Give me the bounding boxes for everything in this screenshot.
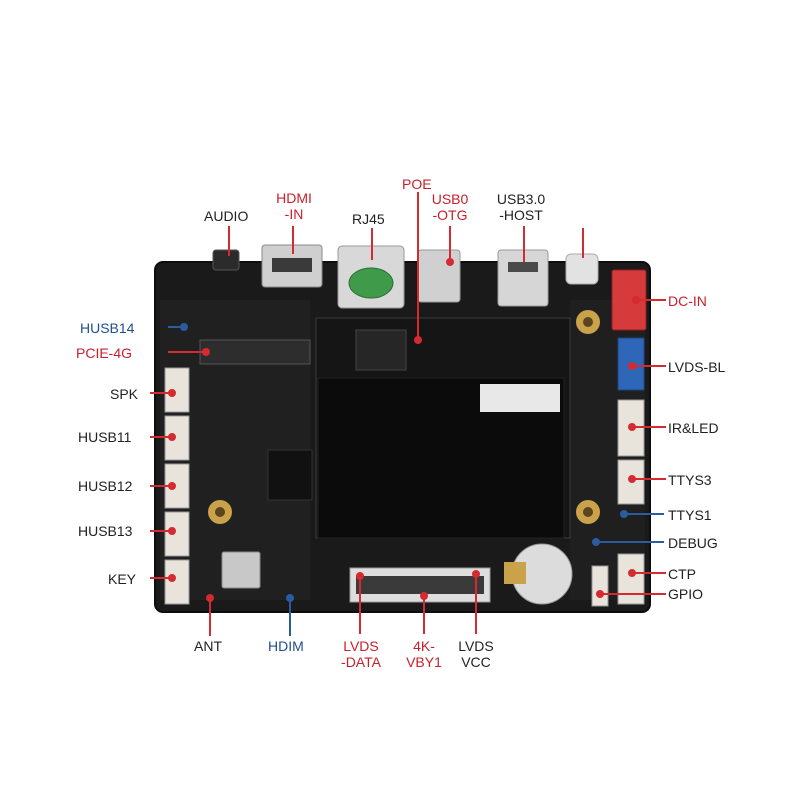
dot-hdim xyxy=(286,594,294,602)
label-usb3-host-line2: -HOST xyxy=(499,207,543,223)
dot-spk xyxy=(168,389,176,397)
dot-gpio xyxy=(596,590,604,598)
label-lvds-bl: LVDS-BL xyxy=(668,359,726,375)
label-ant: ANT xyxy=(194,638,222,654)
label-rj45: RJ45 xyxy=(352,211,385,227)
label-husb11: HUSB11 xyxy=(78,429,132,445)
label-ttys1: TTYS1 xyxy=(668,507,712,523)
dot-ttys3 xyxy=(628,475,636,483)
label-poe: POE xyxy=(402,176,432,192)
dot-ctp xyxy=(628,569,636,577)
label-ttys3: TTYS3 xyxy=(668,472,712,488)
label-4k-vby1-line2: VBY1 xyxy=(406,654,442,670)
usb3-host-slot xyxy=(508,262,538,272)
dot-husb13 xyxy=(168,527,176,535)
label-dc-in: DC-IN xyxy=(668,293,707,309)
dot-husb11 xyxy=(168,433,176,441)
label-usb0-otg-line2: -OTG xyxy=(432,207,468,223)
label-hdmi-in: HDMI -IN xyxy=(272,190,316,222)
dot-ir-led xyxy=(628,423,636,431)
dot-pcie xyxy=(202,348,210,356)
label-pcie-4g: PCIE-4G xyxy=(76,345,133,361)
label-husb13: HUSB13 xyxy=(78,523,133,539)
pcie-slot xyxy=(199,339,311,365)
audio-jack xyxy=(212,249,240,271)
label-lvds-data-line2: -DATA xyxy=(341,654,381,670)
label-spk: SPK xyxy=(110,386,139,402)
lvds-header-pins xyxy=(356,576,484,594)
label-hdmi-in-line1: HDMI xyxy=(276,190,312,206)
dot-key xyxy=(168,574,176,582)
pointers-red xyxy=(150,192,666,636)
label-debug: DEBUG xyxy=(668,535,718,551)
key-connector xyxy=(164,559,190,605)
spk-connector xyxy=(164,367,190,413)
label-usb0-otg: USB0 -OTG xyxy=(428,191,472,223)
pointers-blue xyxy=(168,323,664,636)
label-usb0-otg-line1: USB0 xyxy=(431,191,469,207)
mount-hole-bl-inner xyxy=(215,507,225,517)
label-ir-led: IR&LED xyxy=(668,420,719,436)
label-gpio: GPIO xyxy=(668,586,704,602)
label-lvds-data-line1: LVDS xyxy=(343,638,379,654)
hdmi-port-slot xyxy=(272,258,312,272)
dot-dc-in xyxy=(632,296,640,304)
mount-hole-br-inner xyxy=(583,507,593,517)
battery-holder xyxy=(504,562,526,584)
dot-vby1 xyxy=(420,592,428,600)
ethernet-chip xyxy=(355,329,407,371)
label-ctp: CTP xyxy=(668,566,696,582)
dot-poe xyxy=(414,336,422,344)
label-lvds-data: LVDS -DATA xyxy=(334,638,388,670)
usb0-otg-port xyxy=(417,249,461,303)
dot-lvds-bl xyxy=(628,362,636,370)
label-key: KEY xyxy=(108,571,137,587)
label-lvds-vcc-line1: LVDS xyxy=(458,638,494,654)
dot-husb14 xyxy=(180,323,188,331)
label-4k-vby1-line1: 4K- xyxy=(413,638,435,654)
dot-lvds-vcc xyxy=(472,570,480,578)
memory-chip xyxy=(267,449,313,501)
husb13-connector xyxy=(164,511,190,557)
ctp-connector xyxy=(617,553,645,605)
label-hdim: HDIM xyxy=(268,638,304,654)
mount-hole-tr-inner xyxy=(583,317,593,327)
dot-husb12 xyxy=(168,482,176,490)
label-4k-vby1: 4K- VBY1 xyxy=(402,638,446,670)
module-sticker xyxy=(480,384,560,412)
dot-ttys1 xyxy=(620,510,628,518)
rj45-green-cap xyxy=(348,267,394,299)
label-usb3-host-line1: USB3.0 xyxy=(496,191,546,207)
typec-port xyxy=(565,253,599,285)
dot-lvds-data xyxy=(356,572,364,580)
dot-debug xyxy=(592,538,600,546)
label-lvds-vcc-line2: VCC xyxy=(461,654,491,670)
label-lvds-vcc: LVDS VCC xyxy=(454,638,498,670)
label-husb14: HUSB14 xyxy=(80,320,135,336)
gpio-connector xyxy=(591,565,609,607)
label-hdmi-in-line2: -IN xyxy=(284,206,304,222)
label-usb3-host: USB3.0 -HOST xyxy=(492,191,550,223)
dot-ant xyxy=(206,594,214,602)
label-audio: AUDIO xyxy=(204,208,249,224)
wifi-module xyxy=(221,551,261,589)
dot-usb0 xyxy=(446,258,454,266)
label-husb12: HUSB12 xyxy=(78,478,133,494)
